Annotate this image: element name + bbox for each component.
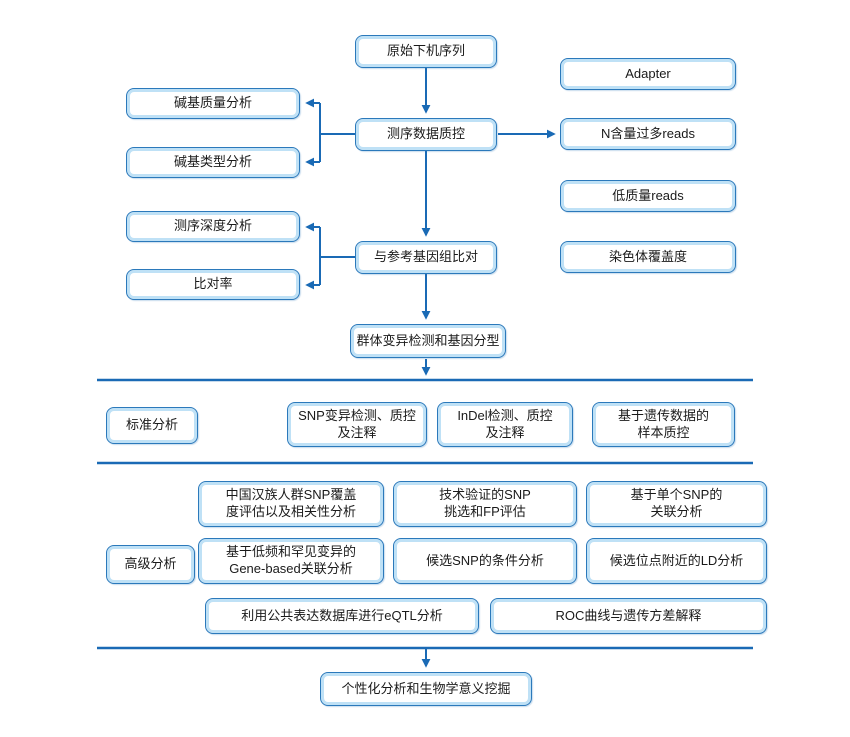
node-chrom-coverage: 染色体覆盖度: [560, 241, 736, 273]
node-han-snp: 中国汉族人群SNP覆盖 度评估以及相关性分析: [198, 481, 384, 527]
node-align-ref: 与参考基因组比对: [355, 241, 497, 274]
node-gene-based: 基于低频和罕见变异的 Gene-based关联分析: [198, 538, 384, 584]
node-validated-snp: 技术验证的SNP 挑选和FP评估: [393, 481, 577, 527]
node-depth: 测序深度分析: [126, 211, 300, 242]
node-low-quality: 低质量reads: [560, 180, 736, 212]
node-snp-detect: SNP变异检测、质控 及注释: [287, 402, 427, 447]
node-adapter: Adapter: [560, 58, 736, 90]
node-map-rate: 比对率: [126, 269, 300, 300]
node-base-type: 碱基类型分析: [126, 147, 300, 178]
label-standard-analysis: 标准分析: [106, 407, 198, 444]
node-sample-qc: 基于遗传数据的 样本质控: [592, 402, 735, 447]
node-seq-qc: 测序数据质控: [355, 118, 497, 151]
node-eqtl: 利用公共表达数据库进行eQTL分析: [205, 598, 479, 634]
node-n-reads: N含量过多reads: [560, 118, 736, 150]
node-indel-detect: InDel检测、质控 及注释: [437, 402, 573, 447]
node-raw-sequence: 原始下机序列: [355, 35, 497, 68]
node-ld: 候选位点附近的LD分析: [586, 538, 767, 584]
node-conditional: 候选SNP的条件分析: [393, 538, 577, 584]
node-variant-genotype: 群体变异检测和基因分型: [350, 324, 506, 358]
node-base-quality: 碱基质量分析: [126, 88, 300, 119]
label-advanced-analysis: 高级分析: [106, 545, 195, 584]
node-roc: ROC曲线与遗传方差解释: [490, 598, 767, 634]
node-single-snp: 基于单个SNP的 关联分析: [586, 481, 767, 527]
node-personalized: 个性化分析和生物学意义挖掘: [320, 672, 532, 706]
